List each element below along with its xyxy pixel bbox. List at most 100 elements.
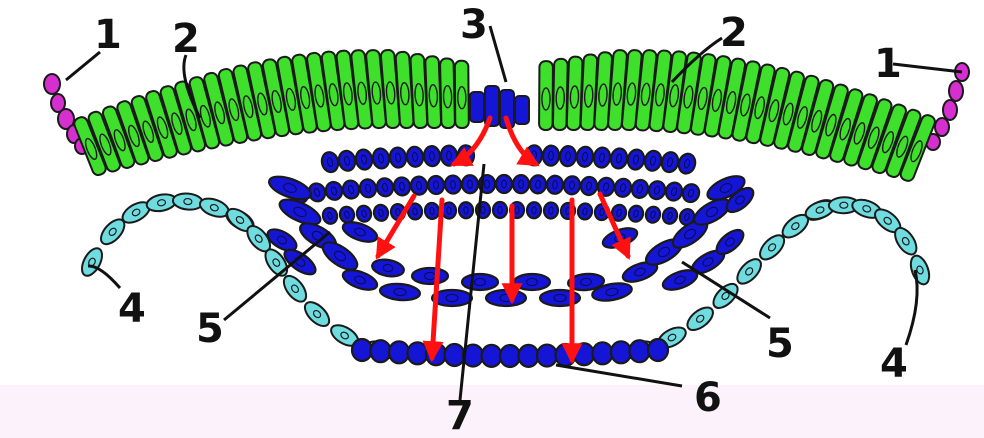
- bottom-band: [0, 385, 984, 438]
- mesoderm-cell: [513, 175, 530, 194]
- mesoderm-cell-body: [546, 175, 564, 194]
- mesoderm-cell: [496, 175, 512, 193]
- endoderm-cell-body: [593, 342, 613, 364]
- mesoderm-cell: [423, 145, 441, 166]
- endoderm-cell: [408, 342, 428, 364]
- epiblast-cell-body: [425, 56, 441, 128]
- label-5-right: 5: [766, 321, 794, 367]
- mesoderm-cell-body: [459, 202, 474, 219]
- label-4-right: 4: [880, 341, 908, 387]
- mesoderm-cell-body: [543, 202, 558, 219]
- mesoderm-cell-body: [462, 175, 479, 194]
- endoderm-cell-body: [611, 341, 631, 363]
- endoderm-cell: [426, 343, 446, 365]
- mesoderm-cell-body: [486, 290, 526, 306]
- endoderm-cell-body: [389, 341, 409, 363]
- mesoderm-cell: [577, 202, 593, 220]
- endoderm-cell-body: [426, 343, 446, 365]
- amnion-cell: [949, 81, 963, 101]
- epiblast-cell-body: [440, 58, 455, 128]
- endoderm-cell: [574, 343, 594, 365]
- mesoderm-cell: [529, 175, 546, 194]
- mesoderm-cell: [563, 175, 581, 195]
- mesoderm-cell-body: [514, 274, 550, 290]
- mesoderm-cell-body: [513, 175, 530, 194]
- primitive-streak-cell: [515, 96, 529, 124]
- mesoderm-cell: [427, 175, 445, 195]
- mesoderm-cell-body: [444, 175, 461, 194]
- mesoderm-cell-body: [563, 175, 581, 195]
- epiblast-cell: [553, 59, 568, 130]
- epiblast-cell: [425, 56, 441, 128]
- endoderm-cell: [611, 341, 631, 363]
- mesoderm-cell: [514, 274, 550, 290]
- mesoderm-cell-body: [493, 202, 507, 218]
- epiblast-cell-body: [455, 61, 469, 128]
- label-7: 7: [446, 393, 474, 438]
- endoderm-cell-body: [537, 345, 557, 367]
- endoderm-cell-body: [574, 343, 594, 365]
- endoderm-cell: [371, 340, 391, 362]
- amnion-cell: [935, 118, 949, 136]
- label-1-left: 1: [94, 12, 122, 58]
- endoderm-cell-body: [408, 342, 428, 364]
- endoderm-cell: [593, 342, 613, 364]
- endoderm-cell-body: [445, 344, 465, 366]
- endoderm-cell-body: [519, 345, 539, 367]
- label-1-right: 1: [874, 41, 902, 87]
- mesoderm-cell: [459, 202, 474, 219]
- mesoderm-cell-body: [559, 145, 577, 166]
- label-6: 6: [694, 375, 722, 421]
- mesoderm-cell-body: [527, 202, 542, 219]
- mesoderm-cell-body: [496, 175, 512, 193]
- endoderm-cell: [445, 344, 465, 366]
- endoderm-cell: [389, 341, 409, 363]
- mesoderm-cell-body: [529, 175, 546, 194]
- mesoderm-cell: [424, 202, 440, 220]
- mesoderm-cell: [444, 175, 461, 194]
- label-2-left: 2: [172, 16, 200, 62]
- mesoderm-cell: [543, 202, 558, 219]
- endoderm-cell-body: [352, 339, 372, 361]
- endoderm-cell: [482, 345, 502, 367]
- mesoderm-cell: [546, 175, 564, 194]
- amnion-cell: [943, 100, 957, 120]
- endoderm-cell: [352, 339, 372, 361]
- mesoderm-cell: [559, 145, 577, 166]
- endoderm-cell: [519, 345, 539, 367]
- endoderm-cell-body: [482, 345, 502, 367]
- endoderm-cell: [500, 345, 520, 367]
- epiblast-cell-body: [539, 61, 553, 130]
- mesoderm-cell-body: [424, 202, 440, 220]
- mesoderm-cell: [493, 202, 507, 218]
- mesoderm-cell: [412, 268, 448, 284]
- mesoderm-cell-body: [542, 145, 559, 166]
- mesoderm-cell-body: [412, 268, 448, 284]
- endoderm-cell-body: [630, 340, 650, 362]
- endoderm-cell-body: [371, 340, 391, 362]
- mesoderm-cell-body: [423, 145, 441, 166]
- epiblast-cell: [539, 61, 553, 130]
- mesoderm-cell: [542, 145, 559, 166]
- endoderm-cell: [537, 345, 557, 367]
- label-4-left: 4: [118, 286, 146, 332]
- label-5-left: 5: [196, 306, 224, 352]
- mesoderm-cell: [527, 202, 542, 219]
- amnion-cell: [44, 74, 60, 94]
- epiblast-cell-body: [553, 59, 568, 130]
- label-3: 3: [460, 2, 488, 48]
- endoderm-cell: [648, 339, 668, 361]
- endoderm-cell: [630, 340, 650, 362]
- endoderm-cell-body: [648, 339, 668, 361]
- label-2-right: 2: [720, 10, 748, 56]
- mesoderm-cell: [462, 175, 479, 194]
- mesoderm-cell-body: [577, 202, 593, 220]
- mesoderm-cell-body: [462, 274, 498, 290]
- epiblast-cell: [455, 61, 469, 128]
- primitive-streak-cell: [470, 92, 484, 122]
- endoderm-cell-body: [500, 345, 520, 367]
- mesoderm-cell: [462, 274, 498, 290]
